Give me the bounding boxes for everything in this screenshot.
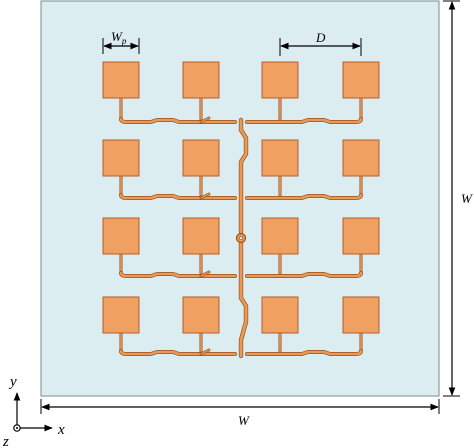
feed-port-center [239, 236, 243, 240]
feed-line-row4 [119, 349, 363, 356]
feed-network [119, 96, 363, 359]
patch-array [102, 61, 380, 334]
patch-r3-c2 [182, 217, 220, 255]
feed-branch-row1 [200, 117, 210, 123]
patch-r3-c3 [261, 217, 299, 255]
feed-line-row2 [119, 193, 363, 200]
patch-r4-c2 [182, 296, 220, 334]
feed-branch-row4 [200, 349, 210, 355]
spacing-dimension: D [279, 30, 362, 56]
axis-z-label: z [2, 434, 9, 448]
coordinate-axes: y x z [2, 374, 65, 448]
patch-r3-c4 [342, 217, 380, 255]
patch-r4-c4 [342, 296, 380, 334]
patch-r2-c3 [261, 139, 299, 177]
patch-r4-c3 [261, 296, 299, 334]
patch-width-dimension: Wp [102, 29, 140, 54]
patch-r3-c1 [102, 217, 140, 255]
patch-r1-c4 [342, 61, 380, 99]
patch-width-subscript: p [121, 36, 127, 46]
axis-x-label: x [57, 422, 65, 438]
board-height-label: W [461, 191, 473, 206]
patch-r2-c1 [102, 139, 140, 177]
patch-r4-c1 [102, 296, 140, 334]
svg-text:Wp: Wp [111, 29, 127, 46]
patch-r2-c2 [182, 139, 220, 177]
patch-r2-c4 [342, 139, 380, 177]
patch-r1-c3 [261, 61, 299, 99]
feed-line-row1 [119, 117, 363, 124]
board-width-label: W [238, 413, 250, 428]
patch-width-label: W [111, 29, 123, 44]
patch-r1-c2 [182, 61, 220, 99]
spacing-label: D [315, 30, 326, 45]
feed-branch-row2 [200, 193, 210, 199]
board-height-dimension: W [443, 0, 473, 397]
axis-y-label: y [8, 374, 17, 390]
feed-line-row3 [119, 271, 363, 278]
patch-r1-c1 [102, 61, 140, 99]
board-width-dimension: W [40, 399, 440, 428]
central-feed-line [239, 118, 248, 358]
feed-branch-row3 [200, 271, 210, 277]
